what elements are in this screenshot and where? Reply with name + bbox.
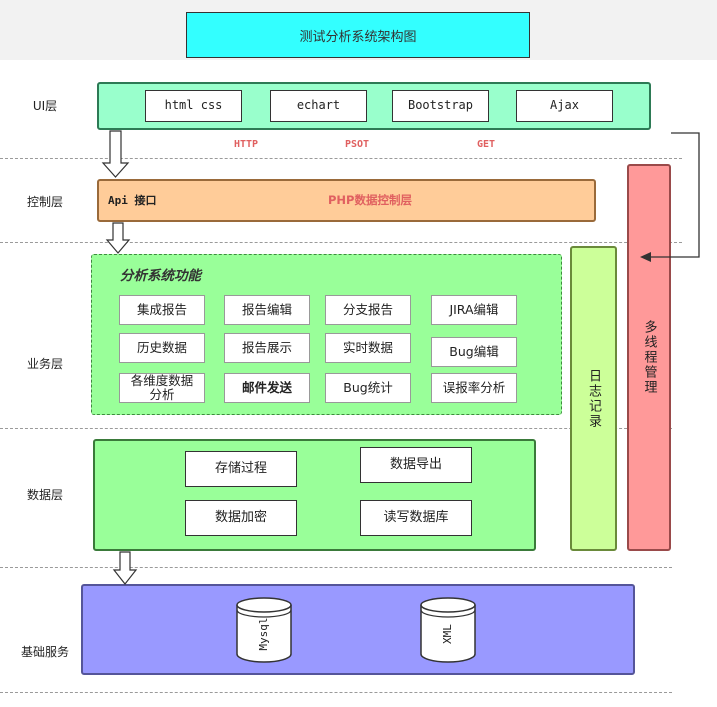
multithread-panel: 多线程管理 [627,164,671,551]
business-item: 实时数据 [325,333,411,363]
business-item: 报告展示 [224,333,310,363]
api-interface-label: Api 接口 [108,194,157,207]
business-item: 分支报告 [325,295,411,325]
xml-label: XML [441,624,454,644]
layer-label-control: 控制层 [26,195,63,209]
down-arrow-icon [112,551,138,585]
multithread-label: 多线程管理 [641,320,657,395]
data-item: 存储过程 [185,451,297,487]
layer-label-business: 业务层 [26,357,63,371]
layer-label-ui: UI层 [32,99,58,113]
ui-item-ajax: Ajax [516,90,613,122]
ui-item-html-css: html css [145,90,242,122]
layer-divider [0,242,682,243]
layer-divider [0,567,672,568]
business-item: 误报率分析 [431,373,517,403]
business-item: 报告编辑 [224,295,310,325]
business-item: JIRA编辑 [431,295,517,325]
business-title: 分析系统功能 [120,268,201,284]
business-item: 历史数据 [119,333,205,363]
data-item: 数据导出 [360,447,472,483]
control-layer-panel [97,179,596,222]
mysql-label: Mysql [257,617,270,650]
mysql-database-icon: Mysql [236,597,292,663]
layer-label-data: 数据层 [26,488,63,502]
business-item: 邮件发送 [224,373,310,403]
layer-divider [0,158,682,159]
protocol-label: PSOT [345,139,370,150]
data-item: 数据加密 [185,500,297,536]
log-record-label: 日志记录 [586,368,601,429]
protocol-label: HTTP [234,139,259,150]
xml-storage-icon: XML [420,597,476,663]
base-layer-panel [81,584,635,675]
protocol-label: GET [477,139,496,150]
business-item: 集成报告 [119,295,205,325]
ui-item-bootstrap: Bootstrap [392,90,489,122]
business-item: Bug编辑 [431,337,517,367]
layer-divider [0,692,672,693]
ui-item-echart: echart [270,90,367,122]
layer-label-base: 基础服务 [20,645,69,659]
down-arrow-icon [105,222,131,254]
down-arrow-icon [101,130,130,178]
layer-divider [0,428,672,429]
log-record-panel: 日志记录 [570,246,617,551]
business-item: 各维度数据分析 [119,373,205,403]
diagram-title: 测试分析系统架构图 [186,12,530,58]
data-item: 读写数据库 [360,500,472,536]
php-control-label: PHP数据控制层 [328,193,412,207]
business-item: Bug统计 [325,373,411,403]
